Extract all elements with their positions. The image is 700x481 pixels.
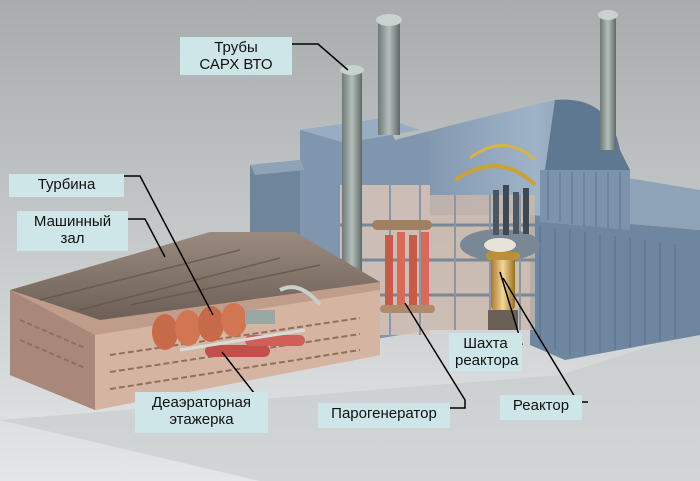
ventilation-stacks xyxy=(340,10,618,285)
turbine-hall-roof xyxy=(10,232,380,320)
turbine-unit xyxy=(152,303,275,350)
reactor-building-ribs xyxy=(539,225,676,355)
label-steam-generator: Парогенератор xyxy=(318,403,450,428)
label-deaerator: Деаэраторная этажерка xyxy=(135,392,268,433)
deaerator-tanks xyxy=(179,285,322,357)
label-turbine: Турбина xyxy=(9,174,124,197)
leader-lines xyxy=(124,43,588,409)
dome-shade xyxy=(545,99,630,170)
yellow-pipe xyxy=(453,164,537,187)
label-reactor: Реактор xyxy=(500,395,582,420)
reactor-shaft-base xyxy=(488,310,518,330)
steam-generator-group xyxy=(372,220,435,313)
dome-lower-wall xyxy=(540,170,630,230)
label-machine-hall: Машинный зал xyxy=(17,211,128,251)
turbine-hall-side xyxy=(10,290,95,410)
label-pipes: Трубы САРХ ВТО xyxy=(180,37,292,75)
label-reactor-shaft: Шахта реактора xyxy=(449,333,522,371)
